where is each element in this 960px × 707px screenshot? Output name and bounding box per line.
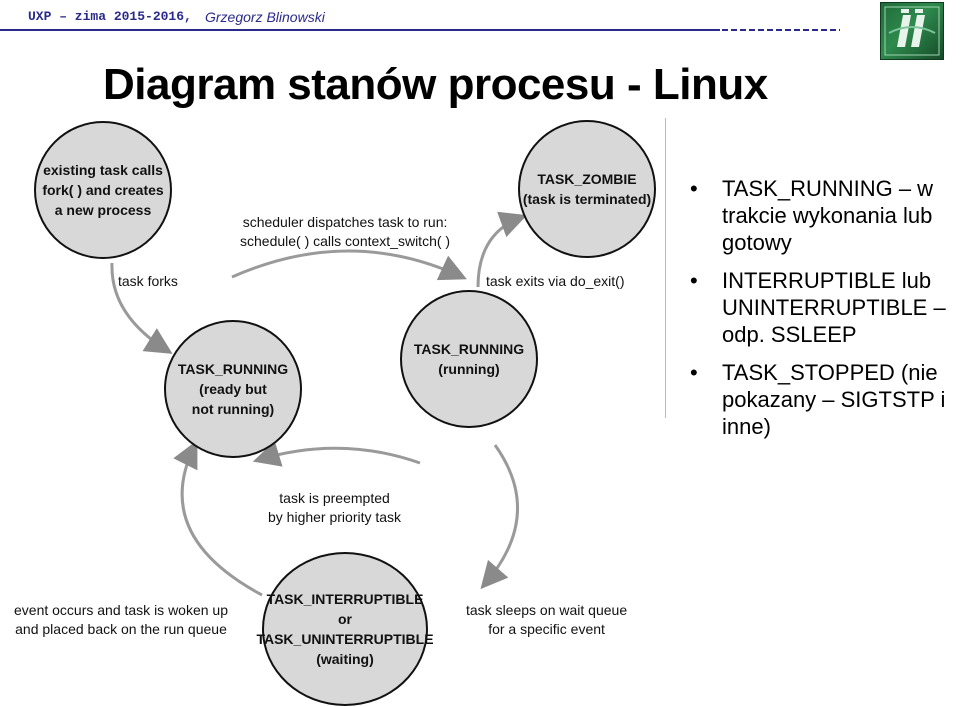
arrow-wake <box>173 440 263 597</box>
state-waiting-line3: TASK_UNINTERRUPTIBLE <box>256 631 434 647</box>
state-zombie-line1: TASK_ZOMBIE <box>537 171 637 187</box>
bullet-text: TASK_RUNNING – w trakcie wykonania lub g… <box>722 176 934 255</box>
label-preempt-line1: task is preempted <box>279 490 390 506</box>
label-sleep-line2: for a specific event <box>488 621 605 637</box>
divider-line <box>665 118 666 418</box>
bullet-text: INTERRUPTIBLE lub UNINTERRUPTIBLE – odp.… <box>722 268 946 347</box>
arrow-dispatch <box>231 249 467 281</box>
label-dispatch: scheduler dispatches task to run: schedu… <box>240 213 450 251</box>
state-running: TASK_RUNNING (running) <box>400 290 538 428</box>
bullet-dot-icon: • <box>690 360 698 385</box>
bullet-text: TASK_STOPPED (nie pokazany – SIGTSTP i i… <box>722 360 946 439</box>
label-sleep: task sleeps on wait queue for a specific… <box>466 601 627 639</box>
arrow-preempt <box>252 440 421 467</box>
state-ready-line2: (ready but <box>199 381 267 397</box>
state-new-line3: a new process <box>54 202 152 218</box>
label-wake: event occurs and task is woken up and pl… <box>14 601 228 639</box>
bullet-item: • TASK_RUNNING – w trakcie wykonania lub… <box>690 175 955 256</box>
label-wake-line2: and placed back on the run queue <box>15 621 227 637</box>
state-new-line2: fork( ) and creates <box>42 182 164 198</box>
bullet-item: • TASK_STOPPED (nie pokazany – SIGTSTP i… <box>690 359 955 440</box>
course-label: UXP – zima 2015-2016, <box>28 9 192 24</box>
state-ready-line3: not running) <box>191 401 275 417</box>
label-forks: task forks <box>118 273 178 289</box>
header-rule <box>0 29 840 31</box>
label-exit: task exits via do_exit() <box>486 273 625 289</box>
arrow-exit <box>476 211 528 288</box>
state-zombie-line2: (task is terminated) <box>522 191 652 207</box>
label-preempt: task is preempted by higher priority tas… <box>268 489 401 527</box>
state-waiting: TASK_INTERRUPTIBLE or TASK_UNINTERRUPTIB… <box>256 552 434 706</box>
arrow-forks <box>110 262 173 354</box>
ii-logo-icon <box>880 2 944 60</box>
state-waiting-line1: TASK_INTERRUPTIBLE <box>266 591 424 607</box>
label-dispatch-line1: scheduler dispatches task to run: <box>242 214 448 230</box>
header-rule-dashed <box>722 29 840 31</box>
label-sleep-line1: task sleeps on wait queue <box>466 602 628 618</box>
label-dispatch-line2: schedule( ) calls context_switch( ) <box>240 233 451 249</box>
state-waiting-line2: or <box>338 611 352 627</box>
bullet-item: • INTERRUPTIBLE lub UNINTERRUPTIBLE – od… <box>690 267 955 348</box>
state-new: existing task calls fork( ) and creates … <box>34 121 172 259</box>
state-running-line2: (running) <box>438 361 500 377</box>
state-ready-line1: TASK_RUNNING <box>177 361 289 377</box>
label-wake-line1: event occurs and task is woken up <box>14 602 229 618</box>
state-new-line1: existing task calls <box>43 162 163 178</box>
state-zombie: TASK_ZOMBIE (task is terminated) <box>518 120 656 258</box>
bullet-list: • TASK_RUNNING – w trakcie wykonania lub… <box>690 175 955 451</box>
author-label: Grzegorz Blinowski <box>205 9 325 25</box>
label-preempt-line2: by higher priority task <box>268 509 402 525</box>
state-waiting-line4: (waiting) <box>316 651 374 667</box>
bullet-dot-icon: • <box>690 268 698 293</box>
state-running-line1: TASK_RUNNING <box>413 341 525 357</box>
state-diagram: existing task calls fork( ) and creates … <box>0 115 670 707</box>
arrow-sleep <box>480 444 520 590</box>
slide-header: UXP – zima 2015-2016, Grzegorz Blinowski <box>0 0 840 31</box>
slide-title: Diagram stanów procesu - Linux <box>103 60 768 109</box>
bullet-dot-icon: • <box>690 176 698 201</box>
state-ready: TASK_RUNNING (ready but not running) <box>164 320 302 458</box>
